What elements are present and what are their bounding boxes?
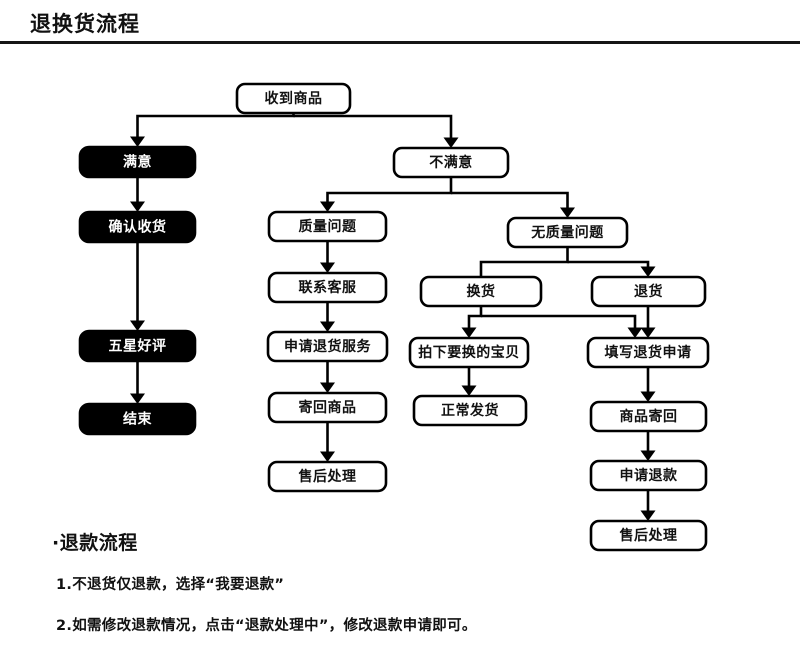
flow-node-receive[interactable]: 收到商品 [235, 82, 352, 115]
flow-node-box [267, 391, 388, 424]
flow-node-box [267, 210, 388, 243]
arrow-head-icon [640, 327, 656, 338]
flow-node-label: 质量问题 [299, 218, 357, 235]
flow-connector [326, 177, 453, 206]
flow-node-label: 五星好评 [109, 338, 167, 355]
arrow-head-icon [461, 327, 477, 338]
flow-connector [479, 247, 569, 277]
flow-node-label: 拍下要换的宝贝 [418, 344, 520, 361]
flow-connector [467, 306, 483, 332]
flow-node-box [586, 336, 710, 369]
flow-node-box [412, 394, 528, 427]
flow-node-box [589, 400, 708, 433]
flow-connector [567, 260, 650, 271]
flow-connector [481, 314, 637, 332]
flow-node-box [235, 82, 352, 115]
flow-node-unsatisfied[interactable]: 不满意 [392, 146, 510, 179]
flow-node-satisfied[interactable]: 满意 [78, 145, 197, 179]
flow-node-box [78, 402, 197, 436]
arrow-head-icon [130, 320, 145, 331]
flow-node-label: 换货 [467, 283, 496, 300]
arrow-head-icon [320, 451, 335, 462]
refund-notes-heading: ·退款流程 [52, 532, 138, 554]
page-title: 退换货流程 [30, 12, 140, 36]
arrow-head-icon [130, 393, 145, 404]
flow-node-label: 满意 [123, 154, 152, 171]
flow-node-box [78, 210, 197, 244]
arrow-head-icon [320, 262, 335, 273]
flow-node-send-back[interactable]: 寄回商品 [267, 391, 388, 424]
flow-node-label: 商品寄回 [620, 408, 678, 425]
arrow-head-icon [443, 137, 459, 148]
flow-node-label: 申请退货服务 [284, 338, 371, 355]
flow-node-buy-exchange[interactable]: 拍下要换的宝贝 [408, 336, 530, 369]
flow-node-box [408, 336, 530, 369]
flow-node-label: 联系客服 [299, 279, 357, 296]
flow-node-box [266, 330, 389, 363]
arrow-head-icon [130, 136, 145, 147]
flow-node-label: 确认收货 [109, 219, 167, 236]
flow-connector [451, 191, 569, 212]
flow-node-box [419, 275, 543, 308]
flow-node-label: 不满意 [429, 154, 473, 171]
flow-node-label: 寄回商品 [299, 399, 357, 416]
arrow-head-icon [560, 207, 575, 218]
title-divider [0, 41, 800, 44]
flow-node-confirm[interactable]: 确认收货 [78, 210, 197, 244]
flow-node-box [506, 216, 629, 249]
arrow-head-icon [320, 321, 335, 332]
flow-node-goods-back[interactable]: 商品寄回 [589, 400, 708, 433]
flow-node-box [267, 271, 388, 304]
flow-node-end[interactable]: 结束 [78, 402, 197, 436]
flow-node-aftersale-right[interactable]: 售后处理 [589, 519, 708, 552]
flow-node-apply-refund[interactable]: 申请退款 [589, 459, 708, 492]
arrow-head-icon [130, 201, 145, 212]
flow-node-box [589, 459, 708, 492]
flow-node-label: 结束 [123, 411, 152, 428]
flow-node-box [589, 519, 708, 552]
flow-node-box [78, 329, 197, 363]
flow-node-exchange[interactable]: 换货 [419, 275, 543, 308]
arrow-head-icon [640, 266, 656, 277]
flow-node-five-star[interactable]: 五星好评 [78, 329, 197, 363]
arrow-head-icon [640, 450, 656, 461]
flow-node-normal-ship[interactable]: 正常发货 [412, 394, 528, 427]
flow-node-fill-form[interactable]: 填写退货申请 [586, 336, 710, 369]
refund-note-line: 2.如需修改退款情况，点击“退款处理中”，修改退款申请即可。 [56, 618, 477, 634]
arrow-head-icon [320, 382, 335, 393]
flow-node-label: 填写退货申请 [605, 344, 692, 361]
flow-node-quality[interactable]: 质量问题 [267, 210, 388, 243]
arrow-head-icon [627, 327, 643, 338]
flow-node-label: 正常发货 [441, 402, 499, 419]
flow-node-aftersale-left[interactable]: 售后处理 [267, 460, 388, 493]
flow-connector [293, 114, 453, 142]
flow-node-label: 收到商品 [265, 90, 323, 107]
flow-node-label: 申请退款 [620, 467, 678, 484]
flow-node-box [392, 146, 510, 179]
refund-notes-list: 1.不退货仅退款，选择“我要退款” 2.如需修改退款情况，点击“退款处理中”，修改… [52, 573, 752, 635]
refund-notes-section: ·退款流程 1.不退货仅退款，选择“我要退款” 2.如需修改退款情况，点击“退款处… [52, 528, 752, 655]
flow-node-box [78, 145, 197, 179]
flow-node-apply-return[interactable]: 申请退货服务 [266, 330, 389, 363]
flow-node-no-quality[interactable]: 无质量问题 [506, 216, 629, 249]
arrow-head-icon [320, 201, 335, 212]
flow-node-label: 无质量问题 [530, 224, 604, 241]
arrow-head-icon [640, 391, 656, 402]
flow-node-label: 售后处理 [619, 527, 678, 544]
refund-note-line: 1.不退货仅退款，选择“我要退款” [56, 577, 285, 593]
flow-node-label: 退货 [634, 283, 663, 300]
arrow-head-icon [461, 385, 477, 396]
arrow-head-icon [640, 510, 656, 521]
flow-node-return[interactable]: 退货 [590, 275, 707, 308]
flow-node-box [590, 275, 707, 308]
flow-node-box [267, 460, 388, 493]
flow-connector [136, 113, 295, 141]
flow-node-contact[interactable]: 联系客服 [267, 271, 388, 304]
connector-layer [130, 113, 656, 521]
flow-node-label: 售后处理 [298, 468, 357, 485]
